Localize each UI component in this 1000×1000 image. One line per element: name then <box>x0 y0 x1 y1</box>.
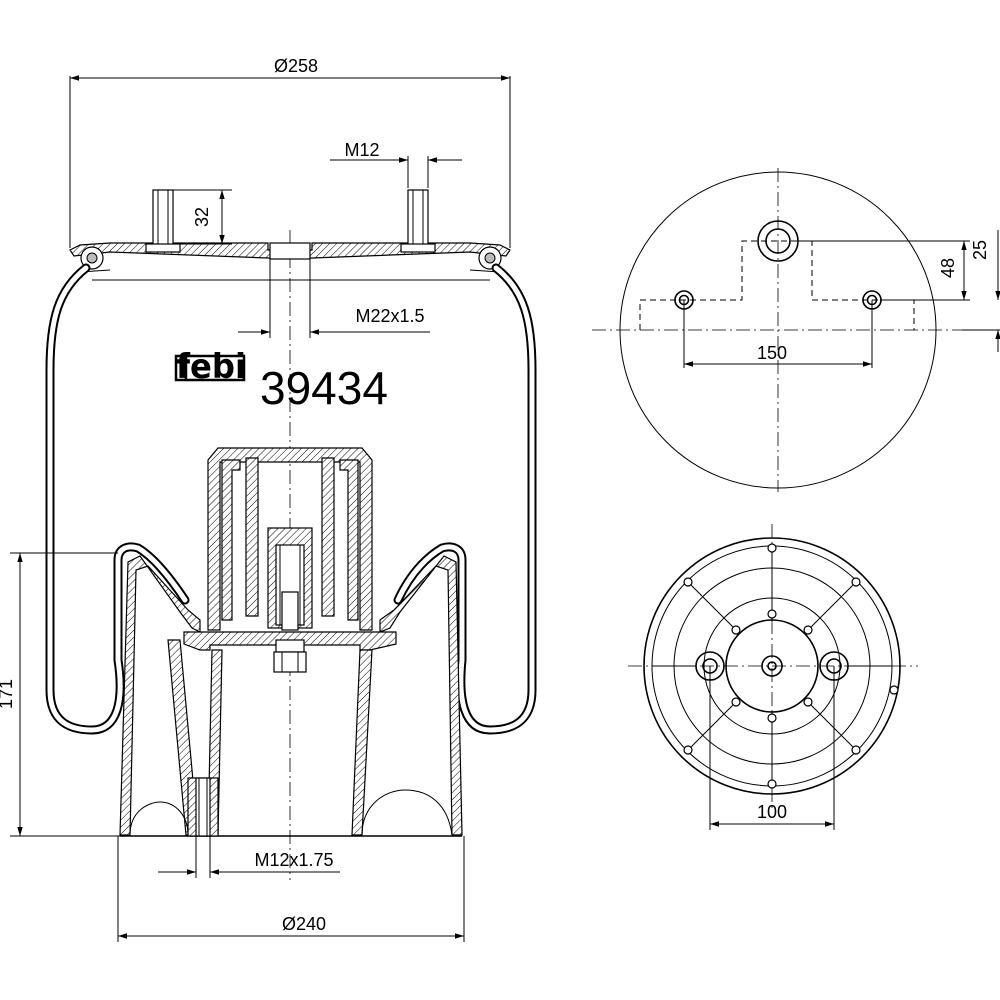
bottom-outer-ring <box>643 537 901 795</box>
rubber-bellow <box>45 263 537 735</box>
total-height-label: 171 <box>0 679 16 709</box>
bottom-center-hole <box>761 655 783 677</box>
top-offset-48-label: 48 <box>938 258 958 278</box>
right-bottom-arch <box>361 789 453 836</box>
left-mounting-stud <box>145 189 181 253</box>
febi-logo: febi <box>174 347 246 387</box>
top-diameter-label: Ø258 <box>274 56 318 76</box>
side-section-view: Ø258 M12 32 M22x1.5 171 <box>0 56 537 942</box>
top-offset-25-label: 25 <box>970 240 990 260</box>
bottom-thread-label: M12x1.75 <box>254 850 333 870</box>
bottom-ribs <box>652 546 892 786</box>
right-mounting-stud <box>400 189 436 253</box>
dim-top-diameter: Ø258 <box>69 56 511 248</box>
dim-bottom-diameter: Ø240 <box>117 836 465 942</box>
dim-total-height: 171 <box>0 552 120 837</box>
stud-height-label: 32 <box>192 207 212 227</box>
center-air-inlet <box>269 242 311 260</box>
bottom-hole-spacing-label: 100 <box>757 802 787 822</box>
center-nut <box>275 639 305 653</box>
inner-bump-stop <box>207 447 373 673</box>
stud-thread-label: M12 <box>344 140 379 160</box>
top-stud-spacing-label: 150 <box>757 343 787 363</box>
top-view: 150 48 25 <box>592 168 1000 492</box>
dim-stud-height: 32 <box>173 189 232 245</box>
left-bottom-arch <box>129 801 189 836</box>
top-hidden-outline <box>639 240 915 330</box>
part-number: 39434 <box>260 362 388 414</box>
bottom-diameter-label: Ø240 <box>282 914 326 934</box>
dim-bottom-thread: M12x1.75 <box>158 836 340 878</box>
dim-top-offset-25: 25 <box>962 230 1000 352</box>
bottom-view: 100 <box>628 524 918 830</box>
logo-text: febi <box>176 347 246 387</box>
dim-top-offset-48: 48 <box>798 240 970 301</box>
bottom-threaded-insert <box>187 777 219 837</box>
dim-bottom-hole-spacing: 100 <box>709 666 835 830</box>
center-thread-label: M22x1.5 <box>355 306 424 326</box>
dim-center-thread: M22x1.5 <box>238 258 430 338</box>
dim-top-stud-spacing: 150 <box>683 300 873 368</box>
dim-stud-thread: M12 <box>330 140 462 188</box>
bottom-rib-dots <box>683 543 899 789</box>
